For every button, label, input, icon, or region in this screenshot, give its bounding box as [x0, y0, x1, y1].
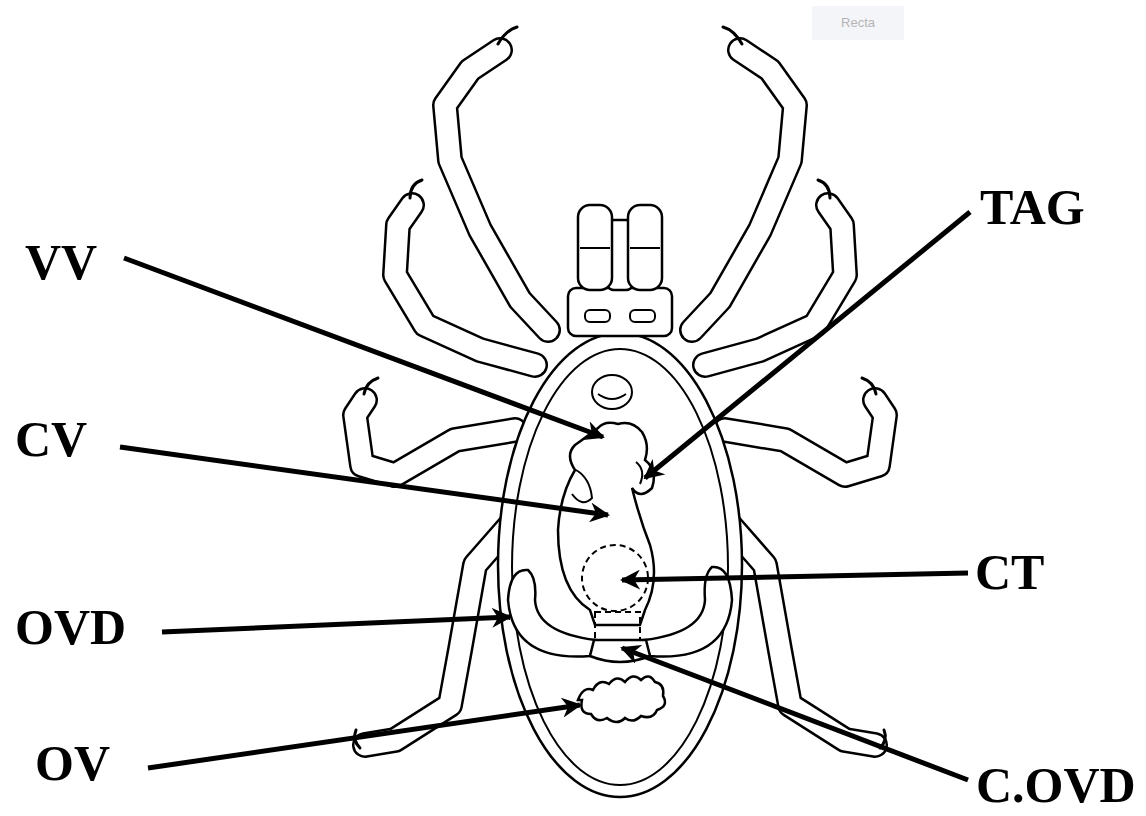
- part-label: CV: [15, 414, 87, 464]
- leader-lines: [120, 212, 970, 780]
- watermark-box: [812, 6, 904, 40]
- part-label: OV: [35, 738, 110, 788]
- part-label: TAG: [980, 182, 1085, 232]
- tick-capitulum: [568, 205, 672, 336]
- part-label: C.OVD: [976, 760, 1136, 810]
- reproductive-organs: [508, 375, 732, 722]
- part-label: OVD: [15, 602, 126, 652]
- part-label: VV: [25, 237, 97, 287]
- part-label: CT: [975, 547, 1044, 597]
- watermark: Recta: [841, 16, 875, 29]
- tick-body: [498, 333, 742, 797]
